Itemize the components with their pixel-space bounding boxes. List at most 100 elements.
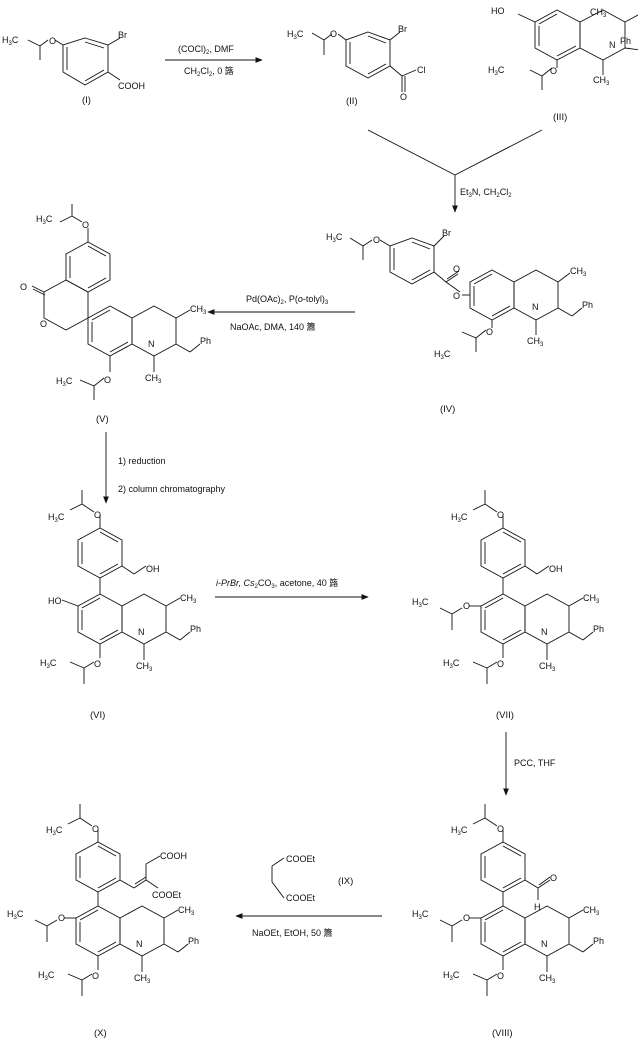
step4-reagent-a: 1) reduction <box>118 456 166 466</box>
compound-V-structure: H3C O O O O H3C CH3 N Ph CH3 <box>20 204 211 400</box>
carboxylic-acid-label: COOH <box>160 851 187 861</box>
step1-reagent-top: (COCl)2, DMF <box>178 44 234 56</box>
methyl-label: H3C <box>40 658 57 670</box>
ester-group-label: COOEt <box>286 893 316 903</box>
compound-VI-structure: H3C O OH HO O H3C CH3 N Ph CH3 <box>40 490 201 684</box>
oxygen-label: O <box>497 659 504 669</box>
bromine-label: Br <box>442 228 451 238</box>
chlorine-label: Cl <box>417 65 426 75</box>
compound-VII-label: (VII) <box>496 710 514 721</box>
aldehyde-hydrogen-label: H <box>534 902 541 912</box>
methyl-label: H3C <box>36 214 53 226</box>
converging-line-left <box>367 129 456 176</box>
compound-III-structure: HO O H3C CH3 N Ph CH3 <box>488 6 638 90</box>
nitrogen-label: N <box>541 627 548 637</box>
oxygen-label: O <box>49 36 56 46</box>
compound-IV-structure: H3C O Br O O O H3C CH3 N Ph CH3 <box>326 228 593 361</box>
methyl-label: CH3 <box>583 905 600 917</box>
oxygen-label: O <box>486 327 493 337</box>
methyl-label: H3C <box>38 970 55 982</box>
nitrogen-label: N <box>136 939 143 949</box>
methyl-label: H3C <box>443 970 460 982</box>
compound-V-label: (V) <box>96 414 109 425</box>
compound-I-label: (I) <box>82 95 91 106</box>
compound-IX-structure: COOEt COOEt <box>271 854 316 903</box>
methyl-label: CH3 <box>527 336 544 348</box>
methyl-label: H3C <box>2 35 19 47</box>
methyl-label: H3C <box>48 512 65 524</box>
carboxylic-acid-label: COOH <box>118 81 145 91</box>
compound-IX-label: (IX) <box>338 876 353 887</box>
oxygen-label: O <box>94 659 101 669</box>
step7-reagent: NaOEt, EtOH, 50 簫 <box>252 927 333 938</box>
methyl-label: CH3 <box>590 7 607 19</box>
compound-VIII-label: (VIII) <box>492 1028 513 1039</box>
oxygen-label: O <box>373 235 380 245</box>
hydroxyl-label: HO <box>491 6 505 16</box>
hydroxyl-label: OH <box>549 564 563 574</box>
compound-X-structure: H3C O COOH COOEt O H3C O H3C CH3 N Ph CH… <box>7 804 199 996</box>
methyl-label: CH3 <box>145 373 162 385</box>
step4-reagent-b: 2) column chromatography <box>118 484 226 494</box>
bromine-label: Br <box>398 24 407 34</box>
methyl-label: CH3 <box>134 973 151 985</box>
converging-line-right <box>454 129 543 176</box>
ester-group-label: COOEt <box>152 890 182 900</box>
nitrogen-label: N <box>541 939 548 949</box>
nitrogen-label: N <box>148 339 155 349</box>
step6-reagent: PCC, THF <box>514 758 556 768</box>
step3-reagent-bottom: NaOAc, DMA, 140 簫 <box>230 321 316 332</box>
ester-oxygen-label: O <box>453 291 460 301</box>
phenyl-label: Ph <box>593 624 604 634</box>
methyl-label: H3C <box>451 512 468 524</box>
methyl-label: H3C <box>451 825 468 837</box>
compound-II-label: (II) <box>346 96 358 107</box>
methyl-label: H3C <box>488 65 505 77</box>
methyl-label: H3C <box>412 909 429 921</box>
phenyl-label: Ph <box>582 300 593 310</box>
aldehyde-oxygen-label: O <box>550 873 557 883</box>
methyl-label: CH3 <box>583 593 600 605</box>
methyl-label: CH3 <box>593 75 610 87</box>
oxygen-label: O <box>550 66 557 76</box>
methyl-label: CH3 <box>539 661 556 673</box>
phenyl-label: Ph <box>190 624 201 634</box>
compound-II-structure: H3C O Br Cl O <box>287 24 426 102</box>
oxygen-label: O <box>497 824 504 834</box>
oxygen-label: O <box>463 601 470 611</box>
hydroxyl-label: HO <box>48 596 62 606</box>
hydroxyl-label: OH <box>146 564 160 574</box>
methyl-label: H3C <box>434 349 451 361</box>
methyl-label: CH3 <box>190 304 207 316</box>
oxygen-label: O <box>92 824 99 834</box>
compound-IV-label: (IV) <box>440 404 455 415</box>
methyl-label: H3C <box>56 376 73 388</box>
bromine-label: Br <box>118 30 127 40</box>
phenyl-label: Ph <box>188 936 199 946</box>
methyl-label: H3C <box>443 658 460 670</box>
oxygen-label: O <box>82 220 89 230</box>
step2-reagent: Et3N, CH2Cl2 <box>460 187 512 199</box>
methyl-label: CH3 <box>180 593 197 605</box>
lactone-oxygen-label: O <box>40 319 47 329</box>
compound-I-structure: H3C O Br COOH <box>2 30 145 91</box>
oxygen-label: O <box>463 913 470 923</box>
carbonyl-oxygen-label: O <box>400 92 407 102</box>
oxygen-label: O <box>104 375 111 385</box>
compound-VI-label: (VI) <box>90 710 105 721</box>
nitrogen-label: N <box>609 40 616 50</box>
oxygen-label: O <box>497 971 504 981</box>
carbonyl-oxygen-label: O <box>453 264 460 274</box>
phenyl-label: Ph <box>200 336 211 346</box>
carbonyl-oxygen-label: O <box>20 282 27 292</box>
nitrogen-label: N <box>532 302 539 312</box>
ester-group-label: COOEt <box>286 854 316 864</box>
methyl-label: CH3 <box>570 266 587 278</box>
compound-VII-structure: H3C O OH O H3C O H3C CH3 N Ph CH3 <box>412 490 604 684</box>
nitrogen-label: N <box>138 627 145 637</box>
oxygen-label: O <box>58 913 65 923</box>
compound-VIII-structure: H3C O O H O H3C O H3C CH3 N Ph CH3 <box>412 804 604 996</box>
methyl-label: CH3 <box>539 973 556 985</box>
methyl-label: CH3 <box>136 661 153 673</box>
